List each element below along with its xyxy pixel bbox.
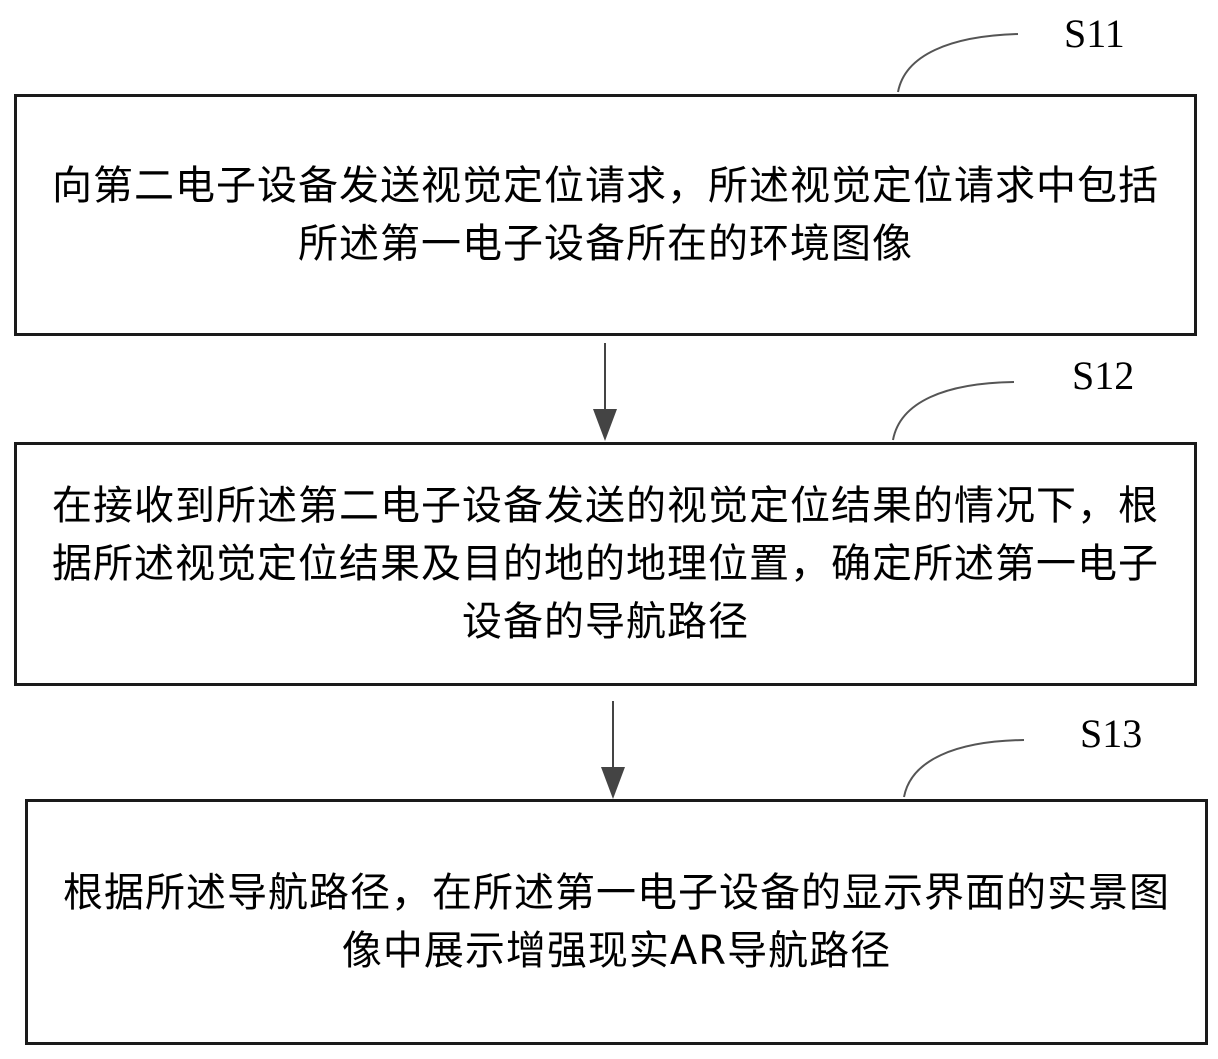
step-text-s13: 根据所述导航路径，在所述第一电子设备的显示界面的实景图像中展示增强现实AR导航路… [63,870,1170,974]
arrow-head-s11-s12 [593,409,617,441]
step-text-s11: 向第二电子设备发送视觉定位请求，所述视觉定位请求中包括所述第一电子设备所在的环境… [52,163,1159,267]
leader-curve-s13 [903,739,1025,798]
leader-curve-s11 [897,33,1019,93]
step-box-s12: 在接收到所述第二电子设备发送的视觉定位结果的情况下，根据所述视觉定位结果及目的地… [14,442,1197,686]
step-label-s13: S13 [1080,711,1143,756]
arrow-head-s12-s13 [601,767,625,799]
step-box-s11: 向第二电子设备发送视觉定位请求，所述视觉定位请求中包括所述第一电子设备所在的环境… [14,94,1197,336]
step-box-s13: 根据所述导航路径，在所述第一电子设备的显示界面的实景图像中展示增强现实AR导航路… [25,799,1208,1045]
step-label-s11: S11 [1064,11,1125,56]
step-label-s12: S12 [1072,353,1135,398]
step-text-s12: 在接收到所述第二电子设备发送的视觉定位结果的情况下，根据所述视觉定位结果及目的地… [52,483,1159,645]
leader-curve-s12 [892,381,1015,441]
